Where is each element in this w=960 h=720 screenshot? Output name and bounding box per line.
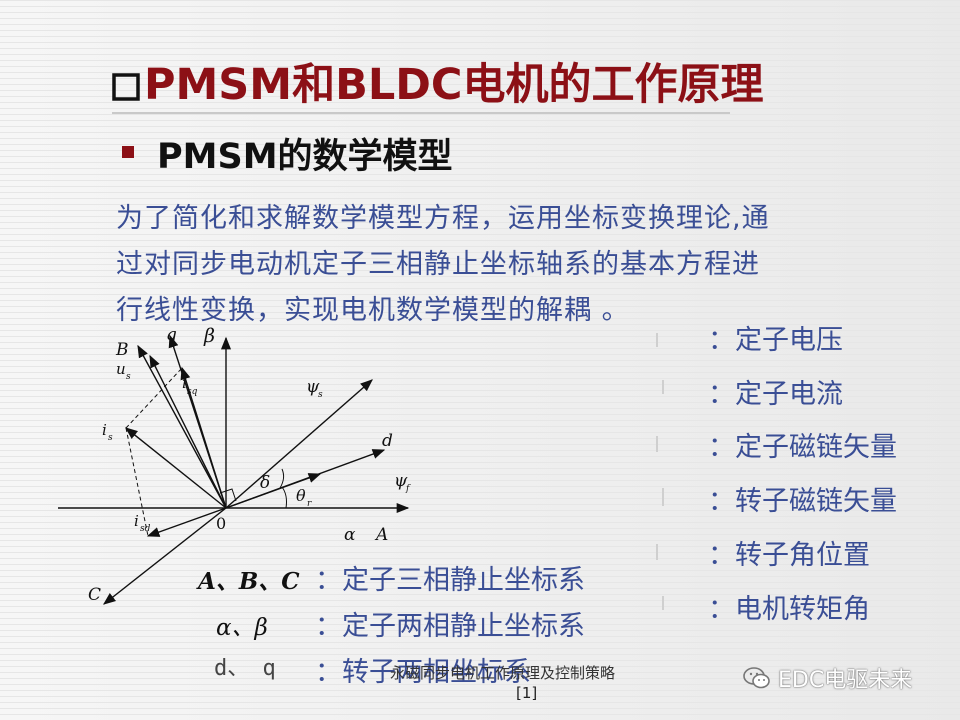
- faded-mark: [662, 488, 664, 506]
- stator-current-vector: [125, 427, 227, 509]
- label-d: d: [382, 431, 393, 451]
- checkbox-square-icon: [112, 73, 140, 101]
- label-psif-sub: f: [405, 484, 411, 494]
- frame-desc-alpha-beta: ：定子两相静止坐标系: [315, 611, 585, 642]
- faded-mark: [656, 436, 658, 452]
- label-alpha: α: [344, 525, 356, 545]
- label-b: B: [115, 340, 129, 360]
- frame-desc-abc: ：定子三相静止坐标系: [315, 565, 585, 596]
- b-axis: [137, 344, 227, 509]
- paragraph-line-1: 为了简化和求解数学模型方程，运用坐标变换理论,通: [116, 203, 770, 234]
- frame-key-abc: A、B、C: [198, 568, 300, 595]
- title-divider: [112, 112, 730, 114]
- frame-key-alpha-beta: α、β: [216, 615, 268, 641]
- symbol-desc-rotor-flux: ：转子磁链矢量: [708, 486, 897, 517]
- wechat-icon: [743, 667, 770, 689]
- symbol-desc-stator-current: ：定子电流: [708, 379, 843, 410]
- rotor-flux-vector: [225, 473, 322, 509]
- label-isd-sub: sd: [140, 524, 151, 534]
- slide-title: PMSM和BLDC电机的工作原理: [112, 50, 764, 112]
- faded-mark: [656, 544, 658, 560]
- label-theta-sub: r: [307, 499, 312, 509]
- section-heading: PMSM的数学模型: [157, 137, 453, 177]
- stator-voltage-vector: [149, 354, 227, 509]
- projection-line: [125, 367, 183, 429]
- footer-reference: [1]: [516, 684, 538, 702]
- label-us: u: [116, 360, 126, 378]
- slide-title-text: PMSM和BLDC电机的工作原理: [144, 60, 764, 110]
- paragraph-line-3: 行线性变换，实现电机数学模型的解耦 。: [116, 295, 630, 326]
- label-isq: i: [182, 374, 187, 392]
- faded-mark: [662, 596, 664, 610]
- label-isd: i: [134, 512, 139, 530]
- symbol-desc-stator-voltage: ：定子电压: [708, 325, 843, 356]
- paragraph-line-2: 过对同步电动机定子三相静止坐标轴系的基本方程进: [116, 249, 760, 280]
- label-psis: ψ: [306, 377, 320, 397]
- label-origin: 0: [216, 514, 226, 533]
- watermark: EDC电驱未来: [742, 662, 912, 694]
- label-beta: β: [203, 325, 215, 347]
- symbol-desc-torque-angle: ：电机转矩角: [708, 594, 870, 625]
- label-is-sub: s: [108, 433, 113, 443]
- label-a: A: [374, 525, 388, 545]
- symbol-desc-stator-flux: ：定子磁链矢量: [708, 432, 897, 463]
- theta-arc: [281, 486, 287, 509]
- isd-vector: [146, 507, 227, 537]
- delta-arc: [279, 468, 285, 489]
- vector-diagram: B q β u s i sq i s ψ s d δ ψ f θ r i sd …: [58, 325, 411, 605]
- label-is: i: [102, 421, 107, 439]
- frame-desc-dq: ：转子两相坐标系: [315, 657, 531, 688]
- frame-key-dq: d、 q: [214, 656, 276, 681]
- label-us-sub: s: [126, 372, 131, 382]
- c-axis: [103, 507, 227, 605]
- footer-caption: 永磁同步电机工作原理及控制策略: [390, 664, 616, 682]
- isq-vector: [180, 366, 227, 509]
- watermark-text: EDC电驱未来: [778, 668, 913, 693]
- symbol-desc-rotor-position: ：转子角位置: [708, 540, 870, 571]
- projection-line: [125, 427, 149, 537]
- label-theta: θ: [296, 486, 306, 505]
- label-psis-sub: s: [318, 390, 323, 400]
- label-q: q: [166, 325, 177, 345]
- faded-mark: [662, 380, 664, 394]
- label-c: C: [88, 585, 101, 605]
- right-angle-mark: [219, 488, 237, 502]
- label-psif: ψ: [394, 471, 408, 491]
- stator-flux-vector: [225, 379, 373, 509]
- label-isq-sub: sq: [187, 387, 198, 397]
- square-bullet-icon: [122, 146, 134, 158]
- faded-mark: [656, 333, 658, 347]
- label-delta: δ: [260, 473, 270, 493]
